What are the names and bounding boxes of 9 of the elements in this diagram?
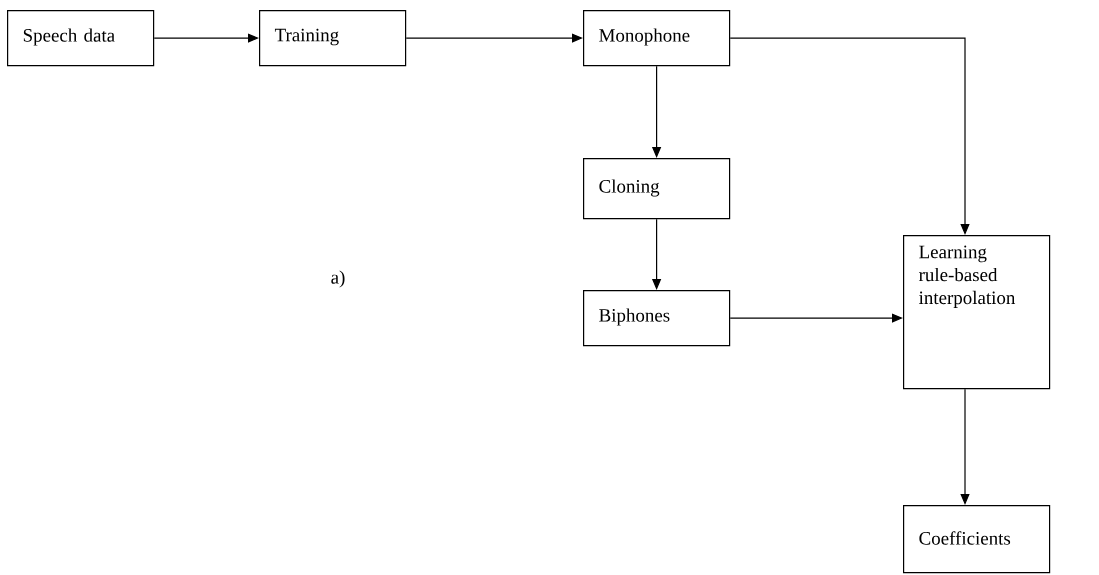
process-box: Coefficients xyxy=(903,505,1051,574)
process-box: Speech data xyxy=(7,10,155,67)
arrow xyxy=(153,33,259,43)
process-box: Cloning xyxy=(583,158,731,220)
panel-label: a) xyxy=(331,270,345,288)
process-box: Monophone xyxy=(583,10,731,67)
process-box: Biphones xyxy=(583,290,731,347)
process-box: Learning rule-based interpolation xyxy=(903,235,1051,390)
process-box: Training xyxy=(259,10,407,67)
